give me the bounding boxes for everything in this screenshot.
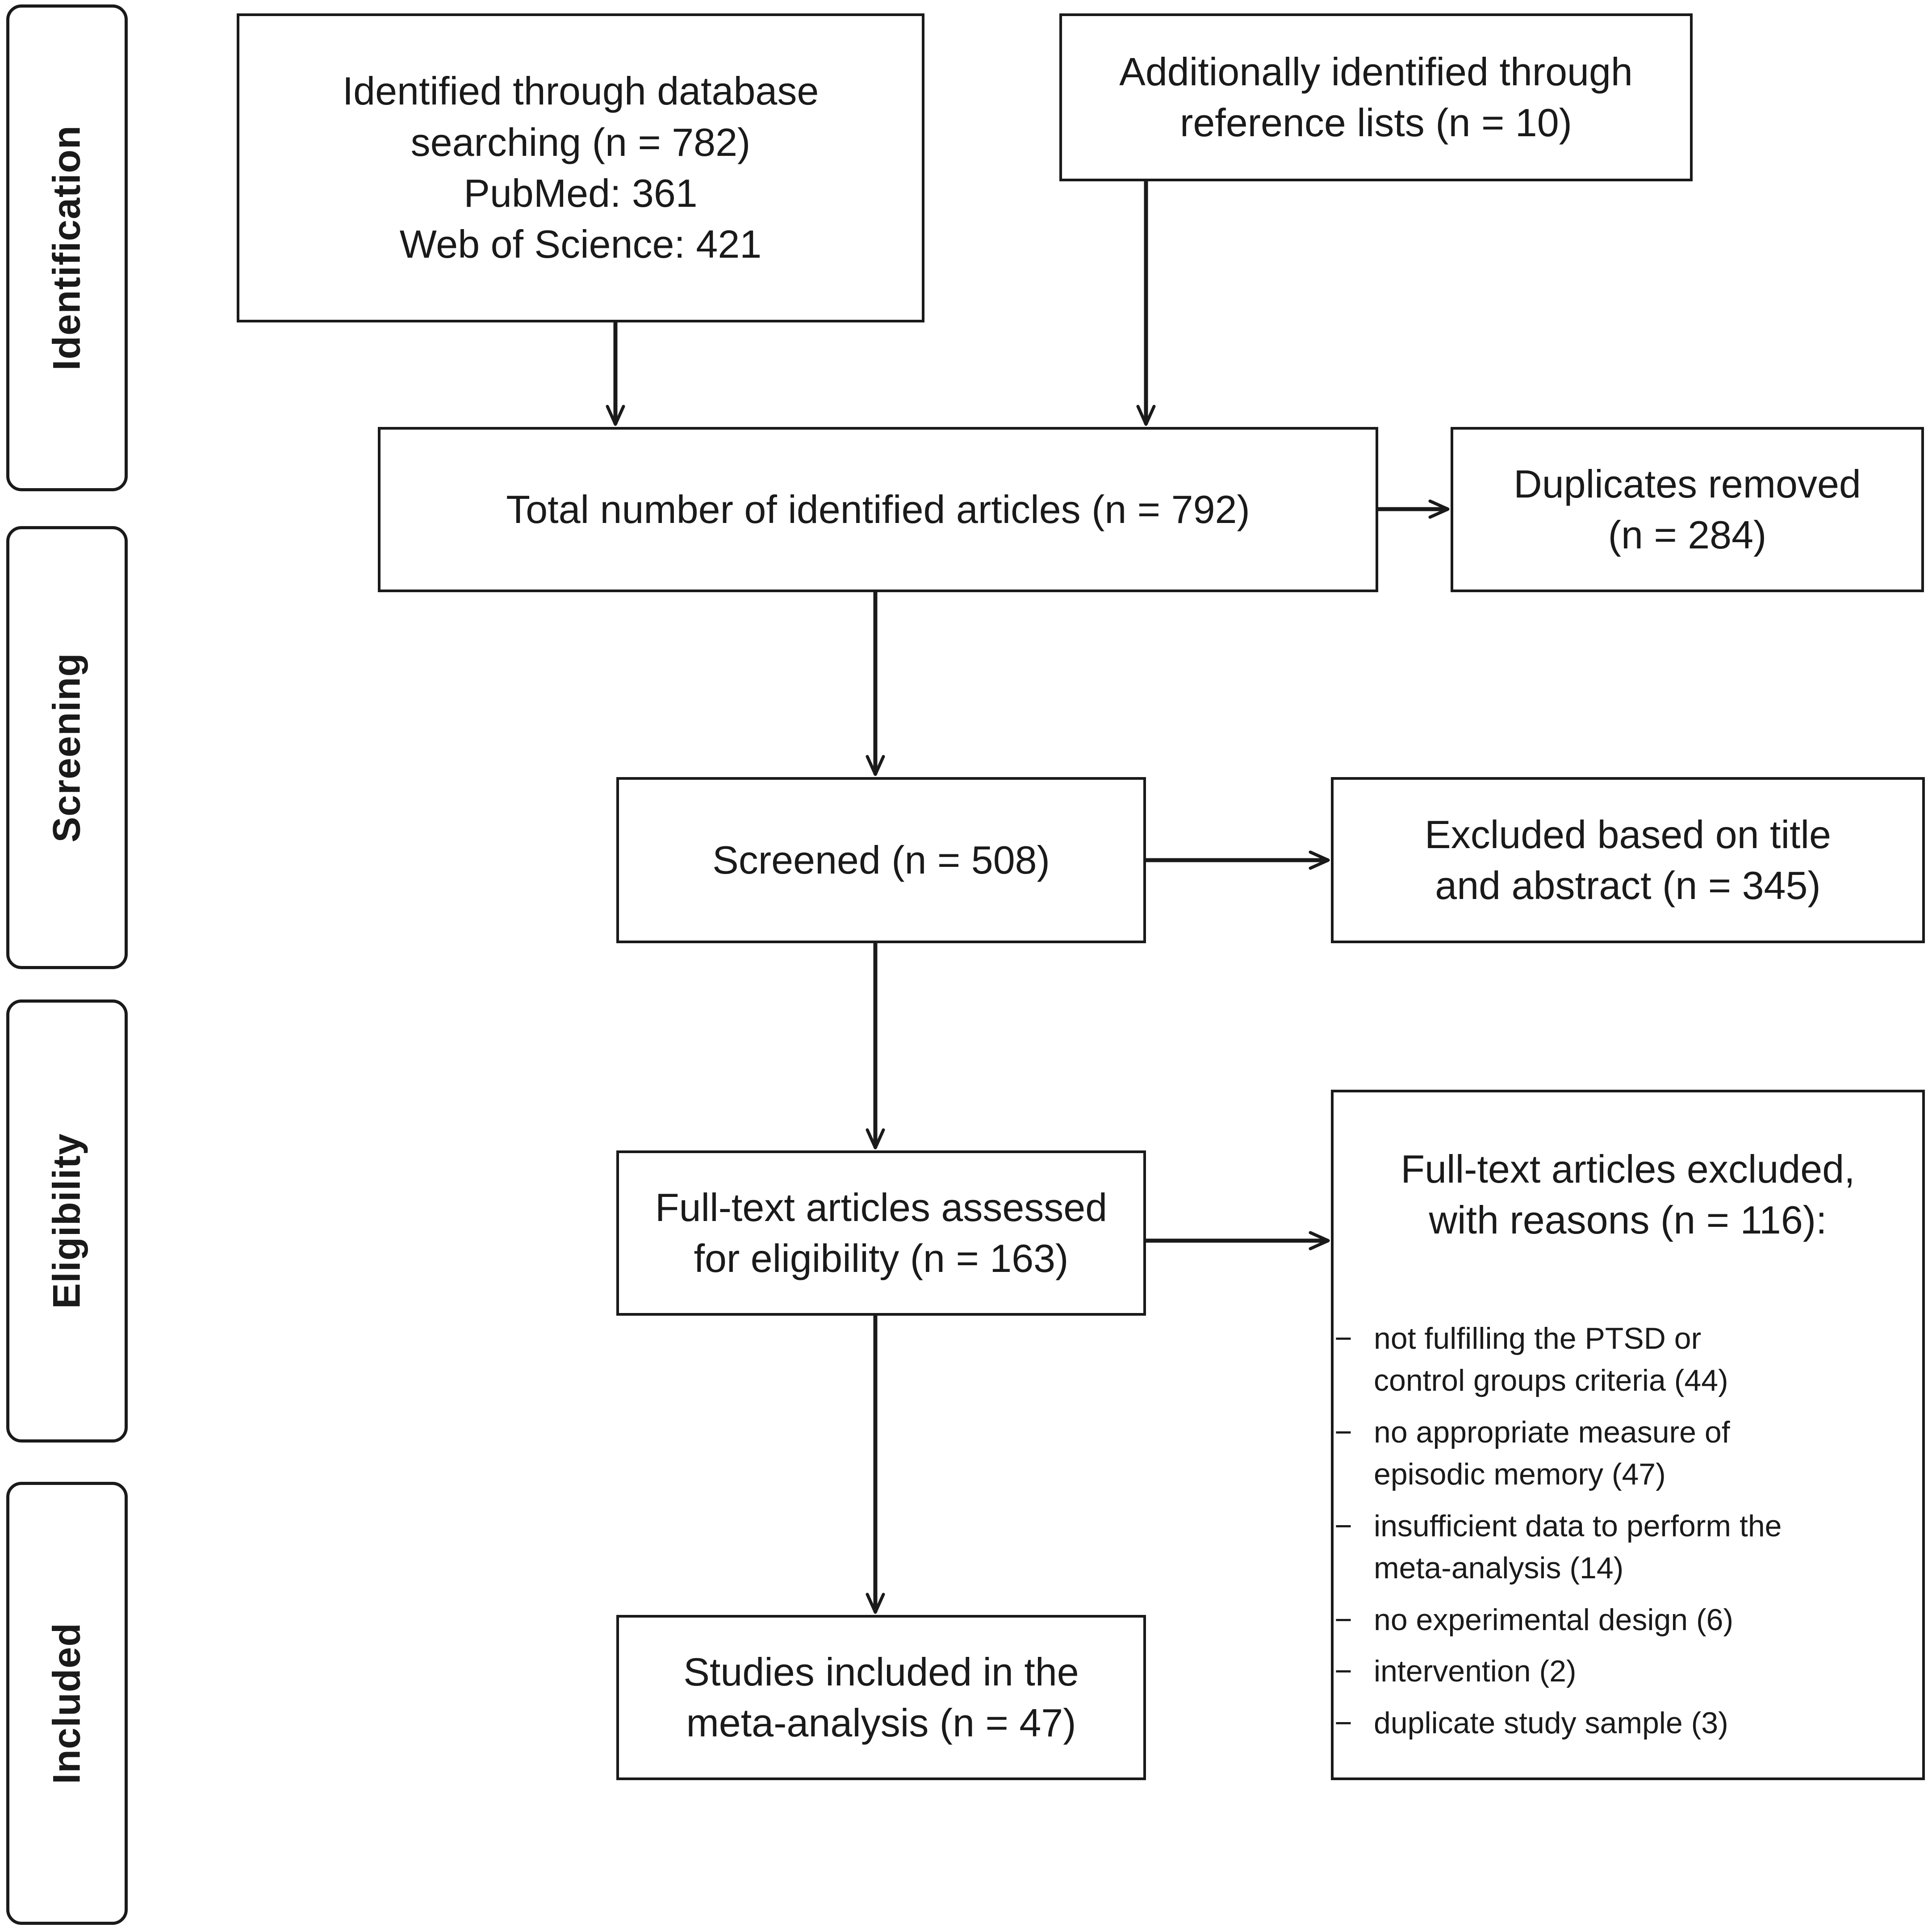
screened-line-1: Screened (n = 508) <box>712 837 1050 882</box>
studies-included-line-1: Studies included in the <box>683 1649 1079 1694</box>
excluded-title-abstract-line-2: and abstract (n = 345) <box>1435 863 1821 907</box>
exclusion-reason: not fulfilling the PTSD or control group… <box>1334 1317 1782 1402</box>
studies-included-box: Studies included in the meta-analysis (n… <box>616 1615 1146 1780</box>
excluded-title-abstract-line-1: Excluded based on title <box>1425 812 1831 857</box>
full-text-assessed-line-2: for eligibility (n = 163) <box>694 1236 1069 1280</box>
phase-included: Included <box>6 1482 128 1925</box>
exclusion-reasons-list: not fulfilling the PTSD or control group… <box>1334 1317 1782 1754</box>
phase-eligibility: Eligibility <box>6 999 128 1443</box>
exclusion-reason: duplicate study sample (3) <box>1334 1702 1782 1744</box>
exclusion-reason: insufficient data to perform the meta-an… <box>1334 1505 1782 1589</box>
reference-lists-line-2: reference lists (n = 10) <box>1180 100 1572 145</box>
exclusion-reason: no experimental design (6) <box>1334 1599 1782 1641</box>
full-text-excluded-heading-1: Full-text articles excluded, <box>1401 1147 1855 1191</box>
database-search-line-3: PubMed: 361 <box>464 171 698 215</box>
screened-box: Screened (n = 508) <box>616 777 1146 943</box>
database-search-line-1: Identified through database <box>342 69 819 113</box>
total-identified-box: Total number of identified articles (n =… <box>378 427 1378 592</box>
duplicates-removed-line-2: (n = 284) <box>1608 513 1767 557</box>
duplicates-removed-box: Duplicates removed (n = 284) <box>1451 427 1924 592</box>
total-identified-line-1: Total number of identified articles (n =… <box>506 487 1250 531</box>
database-search-line-4: Web of Science: 421 <box>399 222 762 267</box>
database-search-line-2: searching (n = 782) <box>410 120 751 164</box>
full-text-excluded-box: Full-text articles excluded, with reason… <box>1331 1090 1925 1780</box>
excluded-title-abstract-box: Excluded based on title and abstract (n … <box>1331 777 1925 943</box>
phase-screening: Screening <box>6 526 128 969</box>
full-text-assessed-line-1: Full-text articles assessed <box>655 1185 1108 1229</box>
studies-included-line-2: meta-analysis (n = 47) <box>686 1701 1076 1745</box>
reference-lists-box: Additionally identified through referenc… <box>1059 13 1693 181</box>
database-search-box: Identified through database searching (n… <box>237 13 924 322</box>
exclusion-reason: no appropriate measure of episodic memor… <box>1334 1411 1782 1496</box>
full-text-assessed-box: Full-text articles assessed for eligibil… <box>616 1150 1146 1316</box>
exclusion-reason: intervention (2) <box>1334 1650 1782 1693</box>
full-text-excluded-heading-2: with reasons (n = 116): <box>1429 1198 1827 1242</box>
reference-lists-line-1: Additionally identified through <box>1119 49 1633 94</box>
phase-identification: Identification <box>6 4 128 491</box>
duplicates-removed-line-1: Duplicates removed <box>1514 461 1861 506</box>
